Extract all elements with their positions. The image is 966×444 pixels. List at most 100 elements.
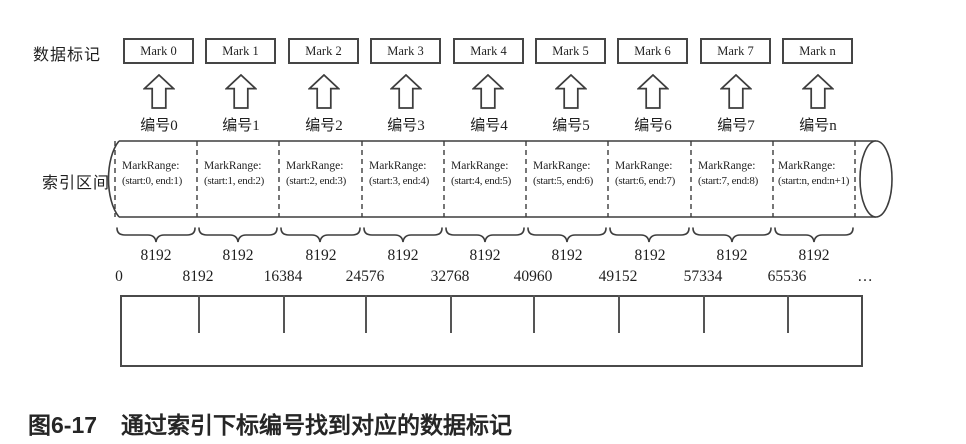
- up-arrow-icon: [802, 74, 834, 109]
- mark-range-title: MarkRange:: [451, 160, 509, 172]
- mark-box-label: Mark 2: [305, 43, 342, 58]
- cell-dividers: [114, 141, 856, 217]
- mark-range-cell: MarkRange: (start:6, end:7): [615, 159, 695, 188]
- byte-block-tick: [450, 295, 452, 333]
- axis-tick-label: 16384: [263, 268, 303, 285]
- mark-range-value: (start:n, end:n+1): [778, 174, 850, 187]
- index-cylinder: [107, 140, 893, 218]
- byte-block-tick: [787, 295, 789, 333]
- size-label: 8192: [798, 247, 830, 264]
- index-number-label: 编号4: [470, 118, 508, 134]
- size-braces: [116, 227, 854, 243]
- mark-box-label: Mark 4: [470, 43, 507, 58]
- mark-range-cell: MarkRange: (start:n, end:n+1): [778, 159, 858, 188]
- mark-range-title: MarkRange:: [286, 160, 344, 172]
- mark-range-cell: MarkRange: (start:7, end:8): [698, 159, 778, 188]
- axis-tick-label: 49152: [598, 268, 638, 285]
- up-arrow-icon: [555, 74, 587, 109]
- index-row-label: 索引区间: [42, 175, 111, 192]
- size-label: 8192: [387, 247, 419, 264]
- mark-box-label: Mark 6: [634, 43, 671, 58]
- byte-block-tick: [365, 295, 367, 333]
- mark-range-cell: MarkRange: (start:5, end:6): [533, 159, 613, 188]
- mark-range-title: MarkRange:: [778, 160, 836, 172]
- index-number-label: 编号2: [305, 118, 343, 134]
- byte-block-tick: [283, 295, 285, 333]
- size-label: 8192: [551, 247, 583, 264]
- mark-box: Mark 6: [617, 38, 688, 64]
- size-label: 8192: [634, 247, 666, 264]
- cylinder-left-cap: [107, 140, 120, 218]
- up-arrow-icon: [472, 74, 504, 109]
- axis-tick-label: 0: [115, 268, 123, 285]
- axis-ellipsis: …: [857, 268, 873, 285]
- mark-box: Mark 0: [123, 38, 194, 64]
- mark-box: Mark n: [782, 38, 853, 64]
- figure-caption-number: 图6-17: [28, 412, 98, 438]
- marks-row-label: 数据标记: [33, 47, 102, 64]
- mark-box-label: Mark 3: [387, 43, 424, 58]
- byte-block-tick: [703, 295, 705, 333]
- figure-caption: 图6-17 通过索引下标编号找到对应的数据标记: [28, 406, 512, 440]
- up-arrow-icon: [720, 74, 752, 109]
- cylinder-right-cap: [859, 140, 893, 218]
- byte-block-tick: [533, 295, 535, 333]
- up-arrow-icon: [143, 74, 175, 109]
- mark-range-value: (start:2, end:3): [286, 174, 346, 187]
- mark-box: Mark 2: [288, 38, 359, 64]
- mark-box: Mark 4: [453, 38, 524, 64]
- index-number-label: 编号5: [552, 118, 590, 134]
- byte-block-rect: [120, 295, 863, 367]
- mark-range-cell: MarkRange: (start:3, end:4): [369, 159, 449, 188]
- size-label: 8192: [222, 247, 254, 264]
- mark-range-title: MarkRange:: [533, 160, 591, 172]
- mark-range-value: (start:6, end:7): [615, 174, 675, 187]
- size-label: 8192: [305, 247, 337, 264]
- mark-range-cell: MarkRange: (start:0, end:1): [122, 159, 202, 188]
- mark-box: Mark 5: [535, 38, 606, 64]
- axis-tick-label: 40960: [513, 268, 553, 285]
- mark-range-cell: MarkRange: (start:4, end:5): [451, 159, 531, 188]
- size-label: 8192: [716, 247, 748, 264]
- mark-range-title: MarkRange:: [698, 160, 756, 172]
- mark-range-title: MarkRange:: [615, 160, 673, 172]
- up-arrow-icon: [225, 74, 257, 109]
- mark-range-title: MarkRange:: [122, 160, 180, 172]
- mark-range-title: MarkRange:: [204, 160, 262, 172]
- mark-box-label: Mark 5: [552, 43, 589, 58]
- axis-tick-label: 8192: [182, 268, 214, 285]
- size-label: 8192: [140, 247, 172, 264]
- axis-tick-label: 57334: [683, 268, 723, 285]
- mark-box-label: Mark 1: [222, 43, 259, 58]
- mark-range-cell: MarkRange: (start:2, end:3): [286, 159, 366, 188]
- mark-range-value: (start:1, end:2): [204, 174, 264, 187]
- index-number-label: 编号7: [717, 118, 755, 134]
- mark-range-value: (start:7, end:8): [698, 174, 758, 187]
- mark-range-cell: MarkRange: (start:1, end:2): [204, 159, 284, 188]
- mark-box: Mark 3: [370, 38, 441, 64]
- mark-box-label: Mark 0: [140, 43, 177, 58]
- axis-tick-label: 32768: [430, 268, 470, 285]
- mark-box: Mark 1: [205, 38, 276, 64]
- mark-range-value: (start:5, end:6): [533, 174, 593, 187]
- figure-caption-text: 通过索引下标编号找到对应的数据标记: [121, 412, 513, 438]
- index-number-label: 编号6: [634, 118, 672, 134]
- up-arrow-icon: [308, 74, 340, 109]
- mark-range-title: MarkRange:: [369, 160, 427, 172]
- mark-range-value: (start:0, end:1): [122, 174, 182, 187]
- index-number-label: 编号n: [799, 118, 837, 134]
- size-label: 8192: [469, 247, 501, 264]
- index-number-label: 编号0: [140, 118, 178, 134]
- mark-range-value: (start:4, end:5): [451, 174, 511, 187]
- up-arrow-icon: [637, 74, 669, 109]
- mark-box: Mark 7: [700, 38, 771, 64]
- mark-range-value: (start:3, end:4): [369, 174, 429, 187]
- index-number-label: 编号3: [387, 118, 425, 134]
- byte-block-tick: [198, 295, 200, 333]
- byte-block-tick: [618, 295, 620, 333]
- index-number-label: 编号1: [222, 118, 260, 134]
- axis-tick-label: 65536: [767, 268, 807, 285]
- mark-box-label: Mark 7: [717, 43, 754, 58]
- mark-box-label: Mark n: [799, 43, 836, 58]
